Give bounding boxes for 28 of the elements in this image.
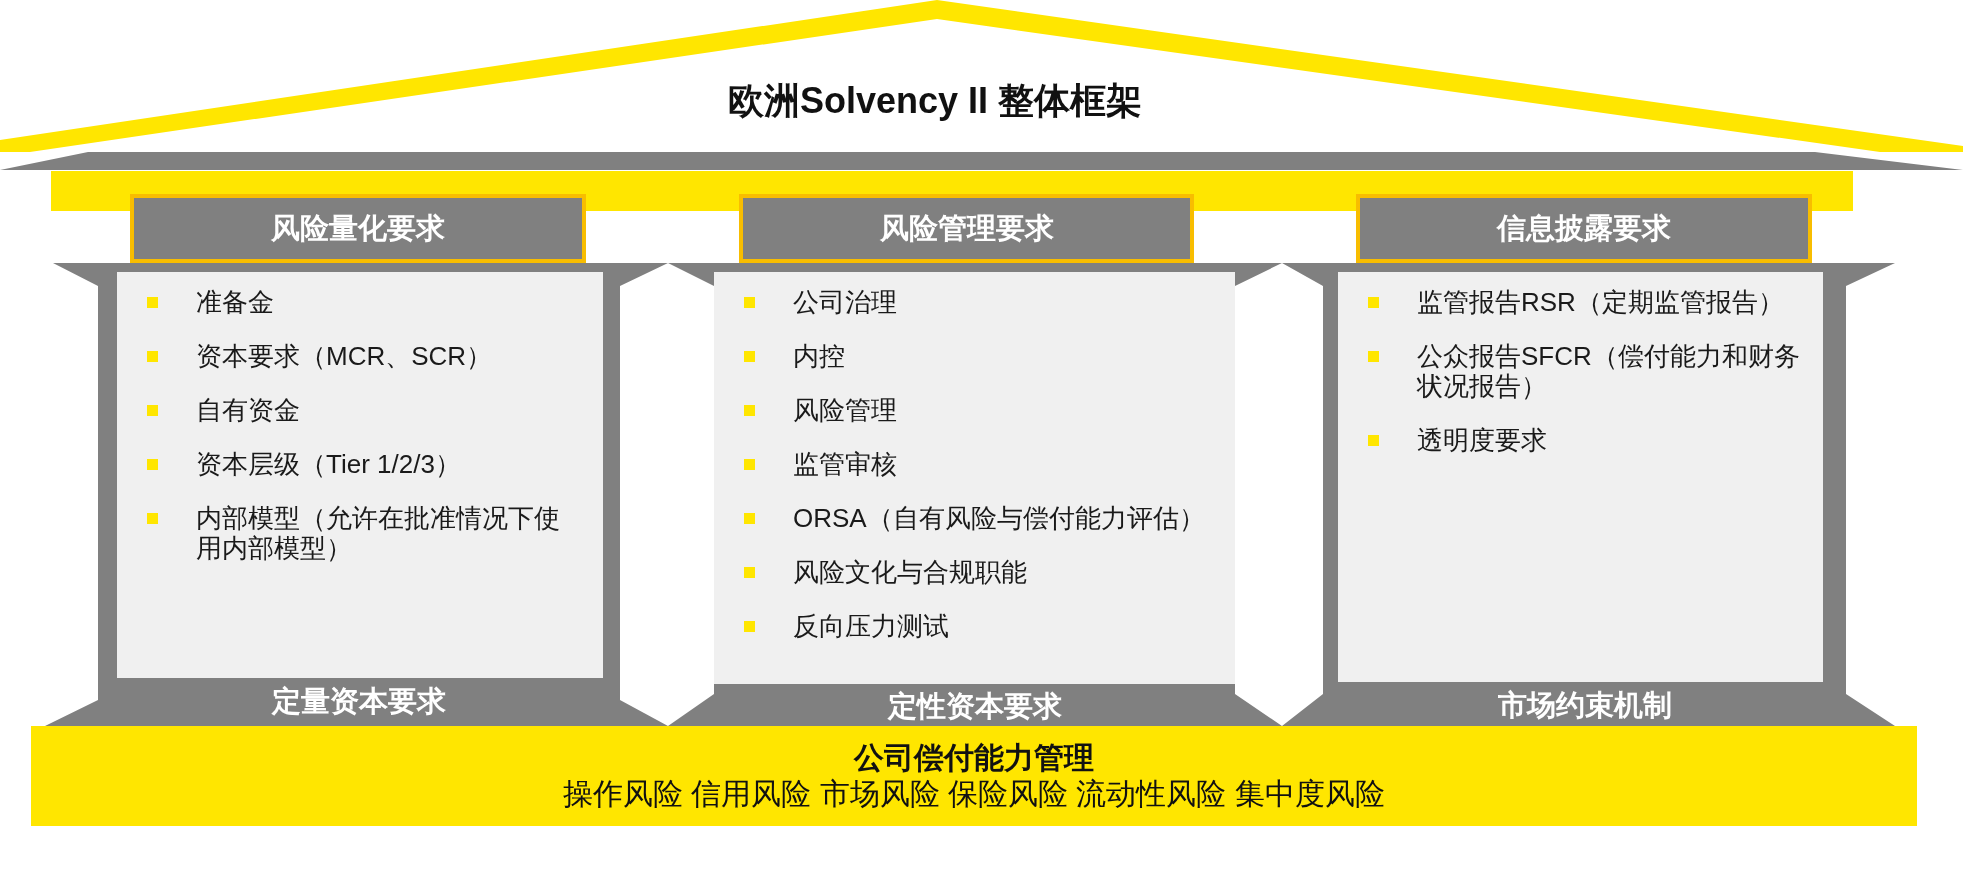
list-item: 自有资金 [196,395,300,425]
list-item: 资本要求（MCR、SCR） [196,341,493,371]
column-header: 风险量化要求 [130,194,586,263]
pillar-label: 市场约束机制 [1497,688,1672,722]
list-item: 公众报告SFCR（偿付能力和财务状况报告） [1417,341,1801,401]
pillar-label: 定性资本要求 [887,689,1062,723]
risk-list: 操作风险 信用风险 市场风险 保险风险 流动性风险 集中度风险 [563,776,1385,812]
pillar-label: 定量资本要求 [272,684,446,718]
content-panel [117,272,603,678]
list-item: 反向压力测试 [793,611,949,641]
foundation-band [31,726,1917,826]
column-header: 信息披露要求 [1356,194,1812,263]
list-item: 内部模型（允许在批准情况下使用内部模型） [196,503,561,563]
list-item: 准备金 [196,287,274,317]
list-item: 内控 [793,341,845,371]
list-item: 风险管理 [793,395,897,425]
column-header: 风险管理要求 [739,194,1194,263]
list-item: ORSA（自有风险与偿付能力评估） [793,503,1205,533]
foundation-title: 公司偿付能力管理 [854,740,1094,776]
list-item: 监管审核 [793,449,897,479]
list-item: 风险文化与合规职能 [793,557,1027,587]
list-item: 资本层级（Tier 1/2/3） [196,449,461,479]
content-panel [714,272,1235,684]
content-panel [1338,272,1823,682]
list-item: 透明度要求 [1417,425,1547,455]
list-item: 公司治理 [793,287,897,317]
roof-label: 欧洲Solvency II 整体框架 [727,80,1143,122]
list-item: 监管报告RSR（定期监管报告） [1417,287,1784,317]
